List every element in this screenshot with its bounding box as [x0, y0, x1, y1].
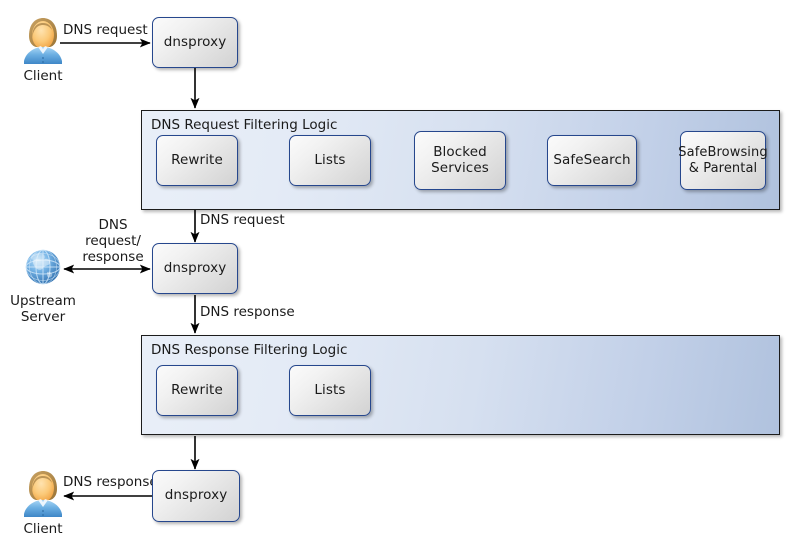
stage-lists-request-label: Lists	[314, 151, 346, 168]
user-avatar-icon	[24, 18, 62, 64]
node-dnsproxy-middle[interactable]: dnsproxy	[152, 243, 238, 294]
stage-rewrite-request-label: Rewrite	[171, 151, 223, 168]
node-dnsproxy-top-label: dnsproxy	[163, 33, 227, 50]
group-request-title: DNS Request Filtering Logic	[151, 117, 338, 133]
globe-icon	[25, 249, 61, 285]
edge-label-proxy-to-response-filter: DNS response	[200, 304, 295, 320]
client-bottom-caption: Client	[23, 521, 63, 537]
stage-safebrowsing-parental-label: SafeBrowsing & Parental	[678, 145, 768, 176]
stage-lists-response[interactable]: Lists	[289, 365, 371, 416]
stage-rewrite-request[interactable]: Rewrite	[156, 135, 238, 186]
user-avatar-icon	[24, 471, 62, 517]
group-response-title: DNS Response Filtering Logic	[151, 342, 348, 358]
edge-label-upstream-exchange: DNS request/ response	[82, 217, 144, 266]
stage-blocked-services[interactable]: Blocked Services	[414, 131, 506, 190]
stage-safebrowsing-parental[interactable]: SafeBrowsing & Parental	[678, 131, 768, 190]
stage-blocked-services-label: Blocked Services	[431, 143, 489, 176]
edge-label-client-to-proxy: DNS request	[63, 22, 148, 38]
stage-safesearch[interactable]: SafeSearch	[547, 135, 637, 186]
node-dnsproxy-bottom[interactable]: dnsproxy	[152, 470, 240, 522]
stage-rewrite-response-label: Rewrite	[171, 381, 223, 398]
node-dnsproxy-bottom-label: dnsproxy	[164, 487, 228, 504]
client-top-caption: Client	[23, 68, 63, 84]
node-dnsproxy-top[interactable]: dnsproxy	[152, 17, 238, 68]
stage-lists-response-label: Lists	[314, 381, 346, 398]
stage-rewrite-response[interactable]: Rewrite	[156, 365, 238, 416]
edge-label-proxy-to-client: DNS response	[63, 474, 158, 490]
stage-safesearch-label: SafeSearch	[553, 151, 631, 168]
upstream-server-caption: Upstream Server	[10, 293, 76, 326]
stage-lists-request[interactable]: Lists	[289, 135, 371, 186]
edge-label-proxy-to-request-filter: DNS request	[200, 212, 285, 228]
group-dns-response-filtering-logic: DNS Response Filtering Logic	[141, 335, 780, 435]
node-dnsproxy-middle-label: dnsproxy	[163, 259, 227, 276]
